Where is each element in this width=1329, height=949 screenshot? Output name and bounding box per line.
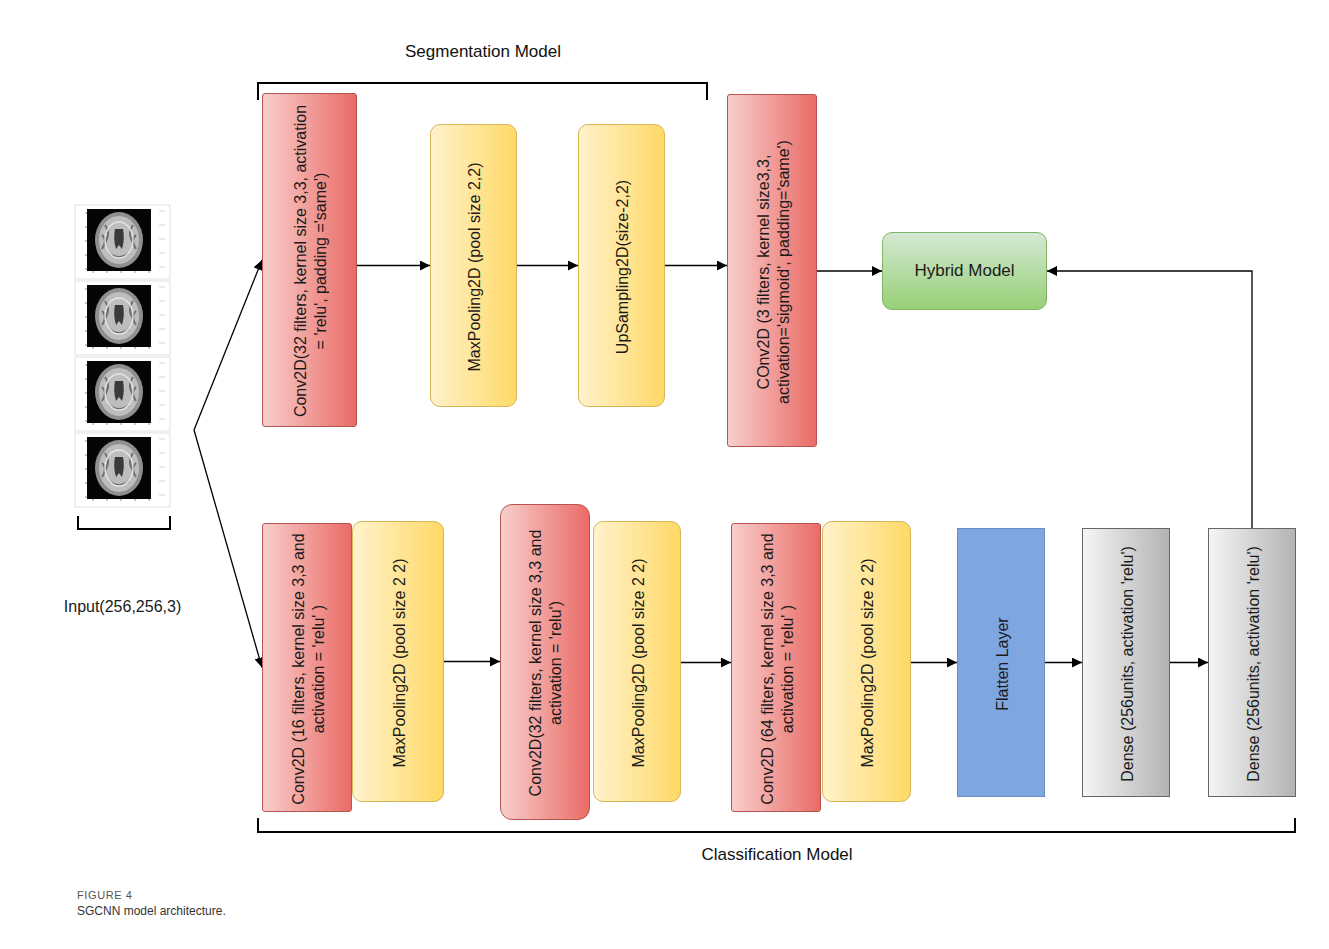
conv-layer-box: Conv2D (64 filters, kernel size 3,3 and … xyxy=(731,523,821,812)
flow-arrow xyxy=(681,662,731,663)
flow-arrow xyxy=(1045,662,1082,663)
figure-number: FIGURE 4 xyxy=(77,889,133,901)
layer-label: Conv2D(32 filters, kernel size 3,3 and a… xyxy=(526,513,566,813)
flow-arrow xyxy=(911,662,957,663)
layer-label: Hybrid Model xyxy=(914,260,1014,281)
pooling-layer-box: MaxPooling2D (pool size 2,2) xyxy=(430,124,517,407)
figure-caption: SGCNN model architecture. xyxy=(77,904,226,918)
conv-layer-box: Conv2D (16 filters, kernel size 3,3 and … xyxy=(262,523,352,812)
conv-layer-box: COnv2D (3 filters, kernel size3,3, activ… xyxy=(727,94,817,447)
flow-arrow xyxy=(665,265,727,266)
layer-label: UpSampling2D(size-2,2) xyxy=(613,133,633,400)
layer-label: MaxPooling2D (pool size 2 2) xyxy=(628,530,648,795)
layer-label: Input(256,256,3) xyxy=(51,597,194,617)
input-group: Input(256,256,3) xyxy=(51,200,194,660)
flow-arrow xyxy=(1170,662,1208,663)
layer-label: Dense (256units, activation 'relu') xyxy=(1243,537,1263,790)
layer-label: MaxPooling2D (pool size 2 2) xyxy=(389,530,409,795)
layer-label: Flatten Layer xyxy=(992,537,1012,790)
dense-layer-box: Dense (256units, activation 'relu') xyxy=(1208,528,1296,797)
flow-arrow xyxy=(194,260,262,430)
flow-arrow xyxy=(357,265,430,266)
hybrid-model-box: Hybrid Model xyxy=(882,232,1047,310)
input-bracket xyxy=(78,516,170,529)
layer-label: Conv2D(32 filters, kernel size 3,3, acti… xyxy=(291,102,331,420)
pooling-layer-box: MaxPooling2D (pool size 2 2) xyxy=(822,521,911,802)
mri-slice xyxy=(75,205,170,279)
mri-slice xyxy=(75,433,170,507)
layer-label: Conv2D (16 filters, kernel size 3,3 and … xyxy=(288,532,328,805)
group-title: Classification Model xyxy=(701,845,852,865)
dense-layer-box: Dense (256units, activation 'relu') xyxy=(1082,528,1170,797)
conv-layer-box: Conv2D(32 filters, kernel size 3,3, acti… xyxy=(262,93,357,427)
flow-arrow xyxy=(444,661,500,662)
flatten-layer-box: Flatten Layer xyxy=(957,528,1045,797)
layer-label: MaxPooling2D (pool size 2 2) xyxy=(858,530,878,795)
pooling-layer-box: MaxPooling2D (pool size 2 2) xyxy=(593,521,681,802)
conv-layer-box: Conv2D(32 filters, kernel size 3,3 and a… xyxy=(500,504,590,820)
upsampling-layer-box: UpSampling2D(size-2,2) xyxy=(578,124,665,407)
layer-label: MaxPooling2D (pool size 2,2) xyxy=(465,133,485,400)
pooling-layer-box: MaxPooling2D (pool size 2 2) xyxy=(352,521,444,802)
group-title: Segmentation Model xyxy=(405,42,561,62)
flow-arrow xyxy=(194,430,262,668)
flow-arrow xyxy=(817,270,882,271)
layer-label: Dense (256units, activation 'relu') xyxy=(1117,537,1137,790)
flow-arrow xyxy=(1047,271,1252,528)
mri-slice xyxy=(75,357,170,431)
flow-arrow xyxy=(517,265,578,266)
layer-label: COnv2D (3 filters, kernel size3,3, activ… xyxy=(753,103,793,440)
group-bracket xyxy=(258,818,1295,832)
layer-label: Conv2D (64 filters, kernel size 3,3 and … xyxy=(757,532,797,805)
mri-slice xyxy=(75,281,170,355)
